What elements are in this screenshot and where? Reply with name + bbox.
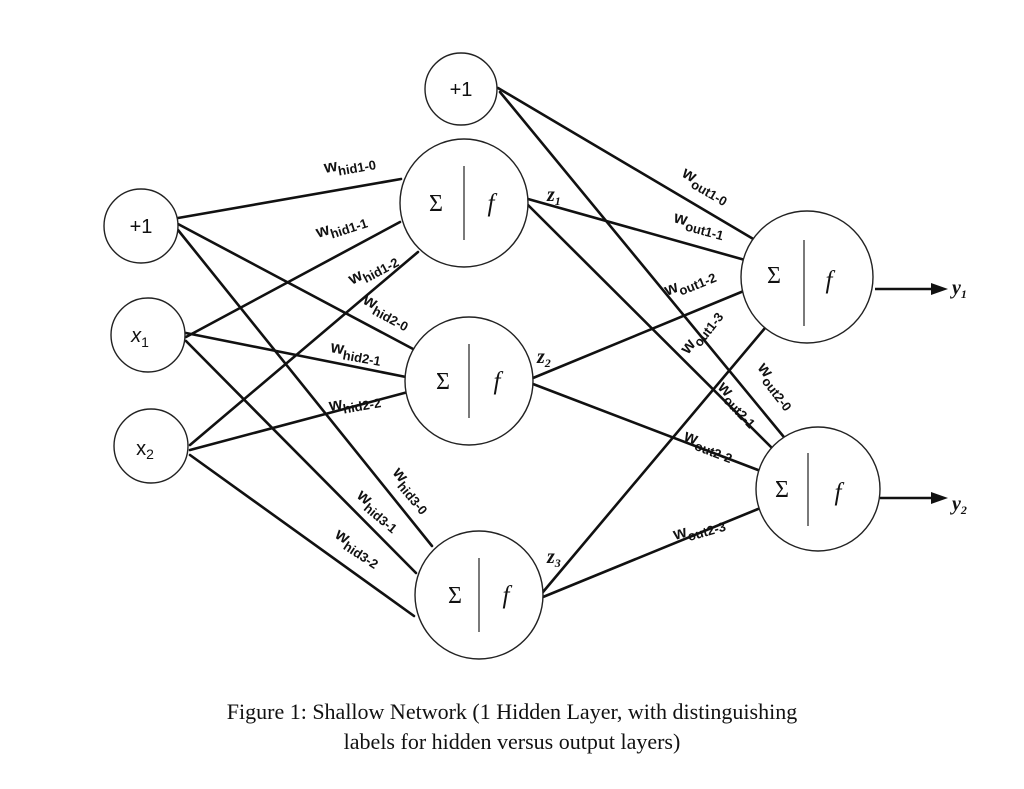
hidden-bias-label: +1 — [450, 79, 473, 101]
sum-symbol: Σ — [775, 477, 789, 503]
w-out2-3-label: wout2-3 — [670, 511, 728, 548]
z3-label: z3 — [546, 546, 561, 570]
sum-symbol: Σ — [448, 583, 462, 609]
edge-hid3-0 — [176, 228, 434, 548]
hidden-neuron-3: Σ f — [414, 530, 544, 660]
caption-line-1: Figure 1: Shallow Network (1 Hidden Laye… — [226, 699, 798, 724]
hidden-neuron-2: Σ f — [404, 316, 534, 446]
activation-symbol: f — [503, 582, 513, 609]
hidden-output-labels: z1 z2 z3 — [536, 184, 561, 570]
z2-label: z2 — [536, 346, 551, 370]
edge-hid3-2 — [188, 453, 416, 618]
output-neuron-2: Σ f — [755, 426, 881, 552]
input-bias-node: +1 — [103, 188, 179, 264]
activation-symbol: f — [494, 368, 504, 395]
w-hid3-2-label: whid3-2 — [329, 524, 386, 572]
edge-out1-0 — [496, 86, 757, 242]
w-out2-2-label: wout2-2 — [679, 426, 737, 467]
y1-label: y1 — [950, 277, 967, 301]
edge-out1-2 — [531, 286, 753, 380]
caption-line-2: labels for hidden versus output layers) — [343, 729, 681, 754]
edge-hid1-0 — [176, 177, 403, 220]
edge-hid1-1 — [184, 220, 402, 339]
activation-symbol: f — [488, 190, 498, 217]
input-bias-label: +1 — [130, 216, 153, 238]
output-arrows — [875, 283, 948, 504]
edge-out1-1 — [526, 197, 747, 262]
edge-out2-3 — [541, 507, 760, 599]
z1-label: z1 — [546, 184, 561, 208]
w-out1-2-label: wout1-2 — [660, 263, 718, 304]
w-hid2-0-label: whid2-0 — [357, 289, 414, 334]
edge-out2-1 — [526, 203, 774, 450]
w-out1-1-label: wout1-1 — [670, 207, 727, 243]
activation-symbol: f — [826, 267, 836, 294]
edge-out2-0 — [498, 90, 790, 444]
edge-hid1-2 — [188, 250, 420, 447]
input-layer: +1 x1 x2 — [103, 188, 189, 484]
w-hid1-2-label: whid1-2 — [344, 248, 401, 293]
hidden-edges — [176, 177, 434, 618]
arrow-y2-head — [931, 492, 948, 504]
sum-symbol: Σ — [429, 191, 443, 217]
input-x2-node: x2 — [113, 408, 189, 484]
edge-out2-2 — [531, 382, 760, 472]
w-hid1-0-label: whid1-0 — [321, 149, 377, 181]
x2-label: x2 — [136, 438, 154, 462]
activation-symbol: f — [835, 479, 845, 506]
w-hid2-1-label: whid2-1 — [328, 337, 384, 369]
output-edges — [496, 86, 790, 599]
w-out1-0-label: wout1-0 — [676, 163, 734, 210]
input-x1-node: x1 — [110, 297, 186, 373]
w-hid2-2-label: whid2-2 — [326, 387, 382, 419]
edge-hid2-2 — [188, 390, 410, 452]
sum-symbol: Σ — [767, 263, 781, 289]
arrow-y1-head — [931, 283, 948, 295]
edge-out1-3 — [541, 326, 767, 594]
edge-hid2-0 — [176, 222, 432, 360]
edge-hid3-1 — [184, 339, 418, 575]
w-hid3-1-label: whid3-1 — [350, 485, 405, 536]
sum-symbol: Σ — [436, 369, 450, 395]
hidden-bias-node: +1 — [424, 52, 498, 126]
figure-caption: Figure 1: Shallow Network (1 Hidden Laye… — [0, 697, 1024, 757]
hidden-neuron-1: Σ f — [399, 138, 529, 268]
output-labels: y1 y2 — [950, 277, 967, 517]
w-hid3-0-label: whid3-0 — [385, 463, 436, 518]
output-neuron-1: Σ f — [740, 210, 874, 344]
y2-label: y2 — [950, 493, 967, 517]
w-hid1-1-label: whid1-1 — [312, 208, 369, 246]
x1-label: x1 — [130, 325, 149, 350]
